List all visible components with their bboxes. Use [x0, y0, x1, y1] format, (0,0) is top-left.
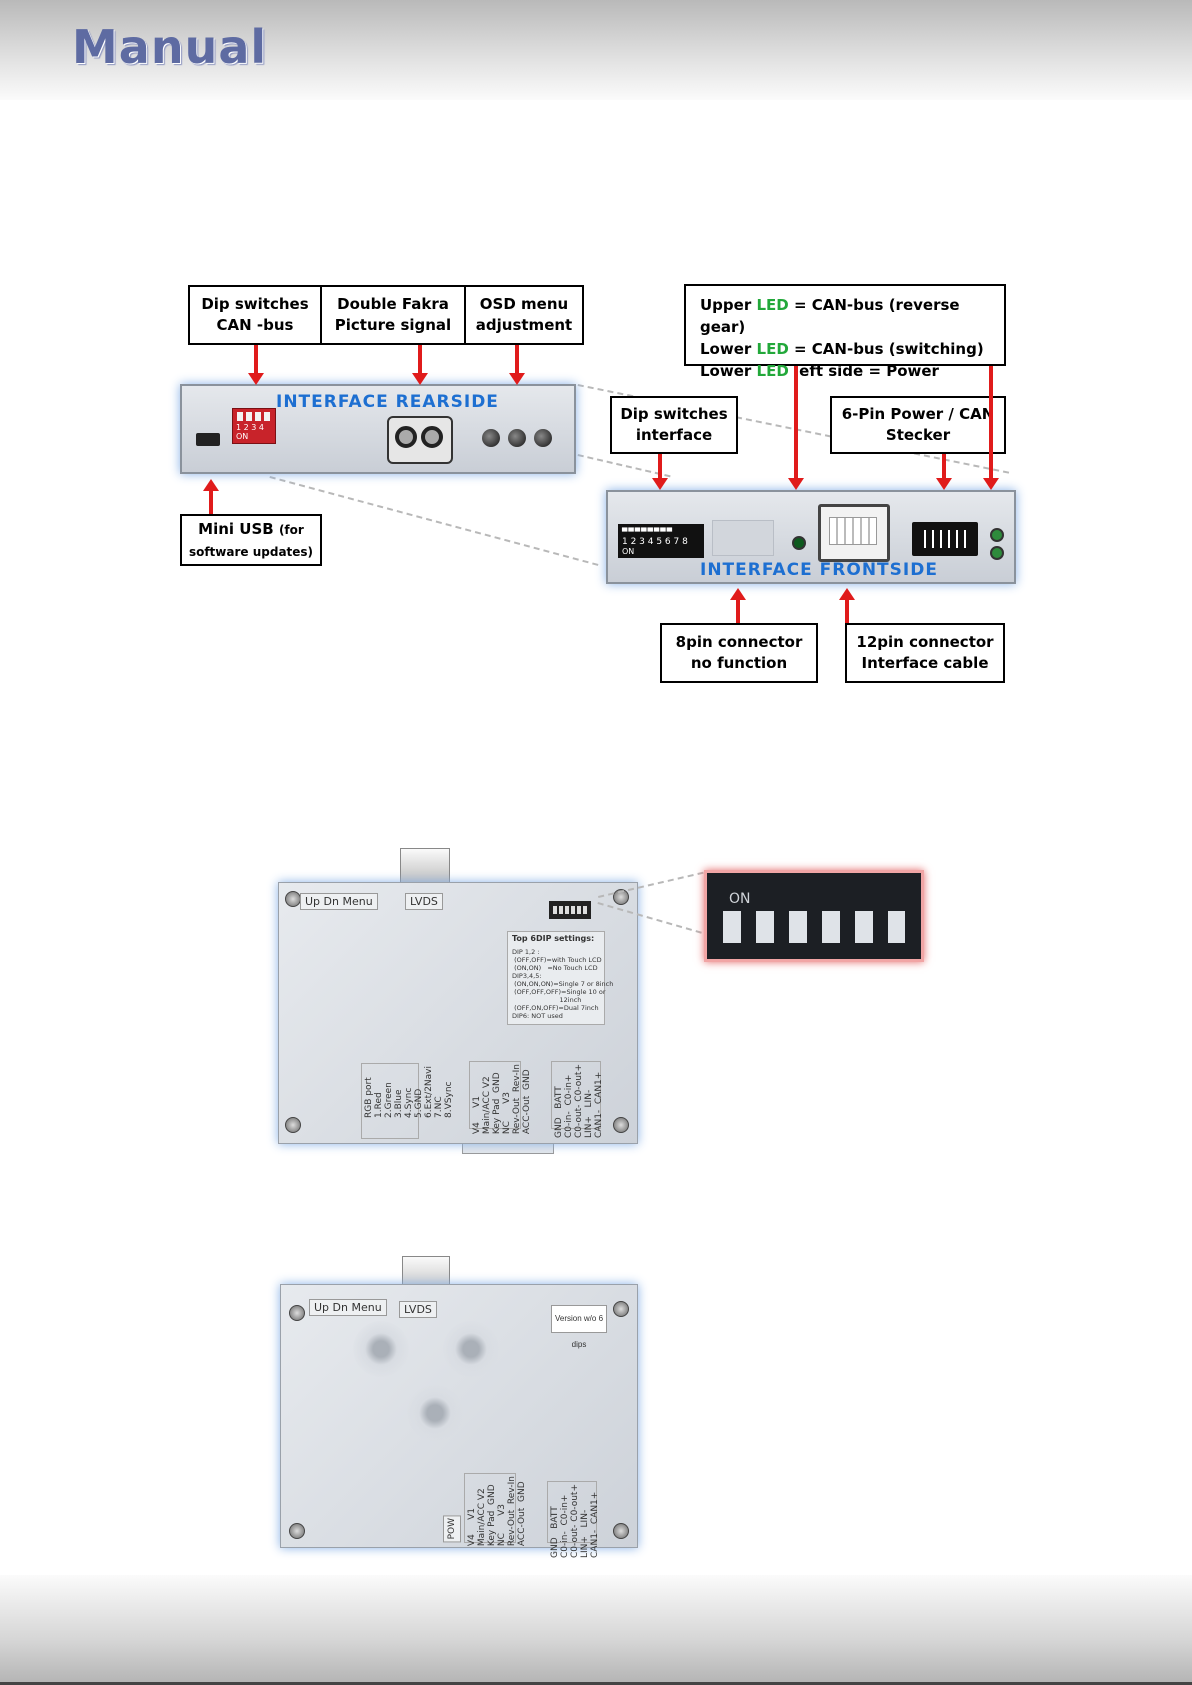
12pin-connector — [818, 504, 890, 562]
buttons-label: Up Dn Menu — [309, 1299, 387, 1316]
manual-title: Manual — [72, 20, 268, 74]
arrow — [936, 454, 952, 490]
rear-dip-switch-block: 1 2 3 4 ON — [232, 408, 276, 444]
double-fakra-connector — [387, 416, 453, 464]
osd-button — [482, 429, 500, 447]
screw — [613, 1301, 629, 1317]
button-knob — [443, 1321, 499, 1377]
arrow — [412, 345, 428, 385]
version-label: Version w/o 6 dips — [551, 1305, 607, 1349]
arrow — [509, 345, 525, 385]
screw — [613, 1523, 629, 1539]
callout-mini-usb: Mini USB (for software updates) — [180, 514, 322, 566]
screw — [289, 1305, 305, 1321]
frontside-label: INTERFACE FRONTSIDE — [700, 560, 938, 580]
board2-plate: Up Dn Menu LVDS Version w/o 6 dips POW V… — [280, 1284, 638, 1558]
mini-usb-port — [196, 433, 220, 446]
screw — [289, 1523, 305, 1539]
6pin-power-can-connector — [912, 522, 978, 556]
arrow — [788, 366, 804, 490]
button-knob — [353, 1321, 409, 1377]
led-line: Lower LED = CAN-bus (switching) — [700, 340, 984, 358]
arrow — [839, 588, 855, 623]
page-header: Manual — [0, 0, 1192, 100]
power-port: GND BATT C0-in- C0-in+ C0-out- C0-out+ L… — [547, 1481, 600, 1558]
arrow — [652, 454, 668, 490]
video-port: V4 V1 Main/ACC V2 Key Pad GND NC V3 Rev-… — [464, 1473, 527, 1546]
button-knob — [407, 1385, 463, 1441]
power-port: GND BATT C0-in- C0-in+ C0-out- C0-out+ L… — [551, 1061, 604, 1138]
dip-switch-block — [549, 901, 591, 919]
pow-label: POW — [443, 1515, 461, 1543]
video-port: V4 V1 Main/ACC V2 Key Pad GND NC V3 Rev-… — [469, 1061, 532, 1134]
lower-led — [990, 546, 1004, 560]
board1-plate: Up Dn Menu LVDS Top 6DIP settings: DIP 1… — [278, 882, 638, 1144]
arrow — [730, 588, 746, 623]
arrow — [248, 345, 264, 385]
lvds-label: LVDS — [405, 893, 443, 910]
screw — [285, 891, 301, 907]
dip-settings-box: Top 6DIP settings: DIP 1,2 : (OFF,OFF)=w… — [507, 931, 613, 1025]
interface-frontside-panel: ▀▀▀▀▀▀▀▀ 1 2 3 4 5 6 7 8 ON INTERFACE FR… — [606, 490, 1016, 584]
led-line: Upper LED = CAN-bus (reverse gear) — [700, 296, 960, 336]
osd-button — [534, 429, 552, 447]
callout-led-legend: Upper LED = CAN-bus (reverse gear) Lower… — [684, 284, 1006, 380]
dip-settings-text: DIP 1,2 : (OFF,OFF)=with Touch LCD (ON,O… — [512, 948, 614, 1020]
screw — [613, 1117, 629, 1133]
led-line: Lower LED left side = Power — [700, 362, 939, 380]
upper-led — [990, 528, 1004, 542]
rgb-port: RGB port 1.Red 2.Green 3.Blue 4.Sync 5.G… — [361, 1063, 454, 1139]
screw — [285, 1117, 301, 1133]
buttons-label: Up Dn Menu — [300, 893, 378, 910]
front-dip-switch-block: ▀▀▀▀▀▀▀▀ 1 2 3 4 5 6 7 8 ON — [618, 524, 704, 558]
power-led — [792, 536, 806, 550]
lvds-label: LVDS — [399, 1301, 437, 1318]
interface-rearside-panel: INTERFACE REARSIDE 1 2 3 4 ON — [180, 384, 576, 474]
dip-switch-zoom: ON — [704, 870, 924, 962]
perspective-line — [577, 454, 671, 478]
osd-button — [508, 429, 526, 447]
rearside-label: INTERFACE REARSIDE — [276, 392, 499, 412]
arrow — [983, 366, 999, 490]
screw — [613, 889, 629, 905]
page-footer — [0, 1575, 1192, 1685]
lvds-connector — [400, 848, 450, 886]
footer-line — [0, 1682, 1192, 1685]
arrow — [203, 479, 219, 514]
